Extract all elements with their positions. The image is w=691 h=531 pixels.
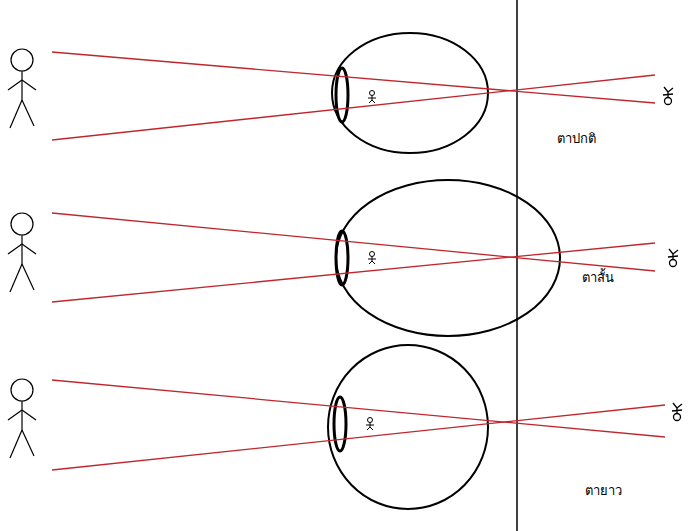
myopic-eye-row: [8, 180, 678, 336]
eye-type-label: ตาสั้น: [582, 270, 614, 286]
hyperopic-eye-row: [8, 345, 682, 509]
eye-type-label: ตาปกติ: [557, 131, 596, 147]
eye-type-label: ตายาว: [585, 483, 622, 499]
normal-eye-row: [8, 33, 673, 153]
image-plane: [516, 0, 518, 531]
